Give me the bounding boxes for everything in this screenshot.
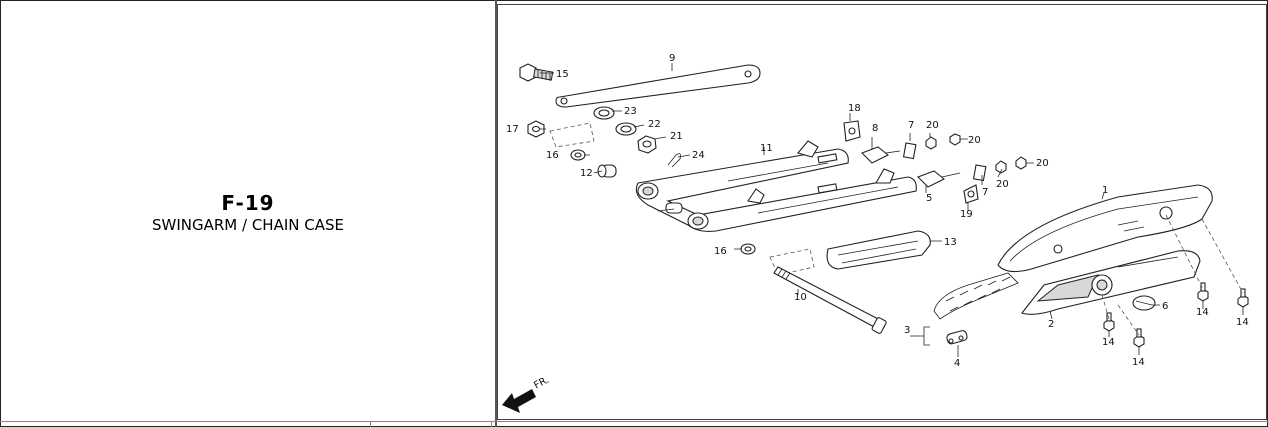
callout-14: 14 xyxy=(1102,337,1115,348)
part-nut-17[interactable] xyxy=(527,120,545,138)
part-bolt-14-d[interactable] xyxy=(1237,288,1249,308)
callout-3: 3 xyxy=(904,325,910,336)
part-bolt-15[interactable] xyxy=(519,63,554,82)
part-nut-20-b[interactable] xyxy=(949,133,961,146)
callout-2: 2 xyxy=(1048,319,1054,330)
exploded-parts-diagram: 15 9 23 17 22 21 16 24 12 11 18 8 7 20 2… xyxy=(497,4,1267,420)
part-swingarm-11[interactable] xyxy=(635,140,917,232)
part-chain-case-1[interactable] xyxy=(997,184,1213,273)
panel-divider xyxy=(495,0,497,427)
callout-14: 14 xyxy=(1236,317,1249,328)
part-adjuster-8[interactable] xyxy=(861,146,901,164)
callout-18: 18 xyxy=(848,103,861,114)
callout-21: 21 xyxy=(670,131,683,142)
part-plate-19[interactable] xyxy=(963,184,979,204)
chain-bracket xyxy=(916,326,930,346)
callout-13: 13 xyxy=(944,237,957,248)
callout-labels: 15 9 23 17 22 21 16 24 12 11 18 8 7 20 2… xyxy=(506,53,1249,369)
part-washer-22[interactable] xyxy=(615,122,637,136)
figure-code: F-19 xyxy=(221,191,275,215)
part-washer-23[interactable] xyxy=(593,106,615,120)
cell-separator xyxy=(370,421,371,427)
part-block-7-bottom[interactable] xyxy=(972,164,987,182)
callout-20: 20 xyxy=(996,179,1009,190)
part-block-7-top[interactable] xyxy=(902,142,917,160)
callout-7: 7 xyxy=(982,187,988,198)
front-direction-arrow-icon xyxy=(502,389,536,413)
collar-outline xyxy=(549,122,595,148)
callout-20: 20 xyxy=(1036,158,1049,169)
part-adjuster-5[interactable] xyxy=(917,170,961,188)
callout-5: 5 xyxy=(926,193,932,204)
part-nut-20-d[interactable] xyxy=(1015,156,1027,170)
part-bolt-14-a[interactable] xyxy=(1103,312,1115,332)
callout-10: 10 xyxy=(794,292,807,303)
part-drive-chain-3[interactable] xyxy=(933,272,1019,320)
callout-11: 11 xyxy=(760,143,773,154)
callout-16: 16 xyxy=(714,246,727,257)
callout-4: 4 xyxy=(954,358,960,369)
callout-22: 22 xyxy=(648,119,661,130)
callout-9: 9 xyxy=(669,53,675,64)
callout-20: 20 xyxy=(968,135,981,146)
part-bolt-14-b[interactable] xyxy=(1133,328,1145,348)
callout-16: 16 xyxy=(546,150,559,161)
part-nut-20-c[interactable] xyxy=(995,160,1007,174)
part-pin-24[interactable] xyxy=(667,153,681,168)
bottom-rule xyxy=(0,421,1268,422)
callout-19: 19 xyxy=(960,209,973,220)
part-collar-16[interactable] xyxy=(570,149,586,161)
callout-20: 20 xyxy=(926,120,939,131)
part-axle-10[interactable] xyxy=(773,266,887,334)
bolt-guide-lines xyxy=(1101,214,1244,336)
callout-7: 7 xyxy=(908,120,914,131)
collar-outline xyxy=(769,248,815,276)
callout-12: 12 xyxy=(580,168,593,179)
callout-24: 24 xyxy=(692,150,705,161)
callout-23: 23 xyxy=(624,106,637,117)
figure-name: SWINGARM / CHAIN CASE xyxy=(152,216,344,234)
callout-14: 14 xyxy=(1196,307,1209,318)
callout-15: 15 xyxy=(556,69,569,80)
part-grommet-6[interactable] xyxy=(1132,295,1156,311)
part-chain-joint-4[interactable] xyxy=(946,330,968,345)
callout-8: 8 xyxy=(872,123,878,134)
callout-6: 6 xyxy=(1162,301,1168,312)
part-chain-case-2[interactable] xyxy=(1021,250,1201,315)
part-slider-13[interactable] xyxy=(826,230,931,270)
part-nut-21[interactable] xyxy=(637,135,657,154)
part-bolt-14-c[interactable] xyxy=(1197,282,1209,302)
part-nut-20-a[interactable] xyxy=(925,136,937,150)
figure-title-panel: F-19 SWINGARM / CHAIN CASE xyxy=(1,1,495,421)
part-link-9[interactable] xyxy=(555,64,761,108)
part-plate-18[interactable] xyxy=(843,120,861,142)
part-bushing-12-bottom[interactable] xyxy=(665,202,683,214)
callout-14: 14 xyxy=(1132,357,1145,368)
callout-17: 17 xyxy=(506,124,519,135)
direction-label: FR. xyxy=(532,375,551,392)
callout-1: 1 xyxy=(1102,185,1108,196)
leader-lines xyxy=(540,63,1244,357)
figure-title: F-19 SWINGARM / CHAIN CASE xyxy=(1,191,495,235)
part-collar-16-right[interactable] xyxy=(740,243,756,255)
cell-separator xyxy=(491,421,492,427)
diagram-svg: 15 9 23 17 22 21 16 24 12 11 18 8 7 20 2… xyxy=(502,53,1249,413)
